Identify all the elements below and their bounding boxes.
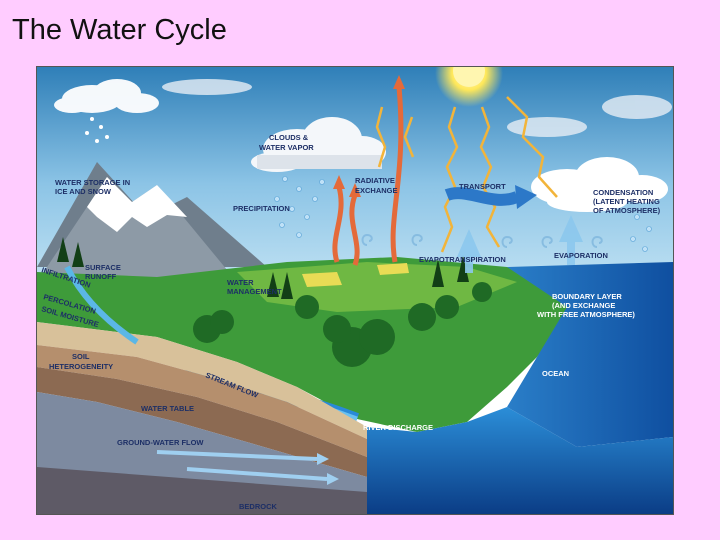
- soil-layer-2: [37, 345, 367, 457]
- label-soil-heterogeneity: SOIL HETEROGENEITY: [49, 352, 113, 371]
- label-river-discharge: RIVER DISCHARGE: [363, 423, 433, 432]
- rain-drops: [274, 176, 652, 252]
- snowflakes: [85, 117, 109, 143]
- label-water-table: WATER TABLE: [141, 404, 194, 413]
- radiative-arrows: [332, 86, 404, 266]
- sun-rays: [375, 96, 558, 253]
- label-condensation: CONDENSATION (LATENT HEATING OF ATMOSPHE…: [593, 188, 662, 215]
- label-water-management: WATER MANAGEMENT: [227, 278, 282, 296]
- mountain-front: [37, 177, 237, 282]
- label-transport: TRANSPORT: [459, 182, 506, 191]
- crop-field: [302, 272, 342, 287]
- label-radiative-exchange: RADIATIVE EXCHANGE: [355, 176, 398, 195]
- label-water-storage: WATER STORAGE IN ICE AND SNOW: [55, 178, 132, 196]
- transport-arrow: [444, 187, 520, 206]
- label-ocean: OCEAN: [542, 369, 569, 378]
- soil-layer-1: [37, 322, 367, 439]
- label-evaporation: EVAPORATION: [554, 251, 608, 260]
- mountain-snow: [87, 177, 187, 232]
- label-clouds: CLOUDS & WATER VAPOR: [259, 133, 314, 152]
- label-boundary-layer: BOUNDARY LAYER (AND EXCHANGE WITH FREE A…: [537, 292, 635, 319]
- trees: [193, 282, 492, 367]
- label-surface-runoff: SURFACE RUNOFF: [85, 263, 123, 281]
- cloud-main: [251, 117, 386, 172]
- bedrock: [37, 467, 367, 514]
- evaporation-arrows: [457, 215, 583, 273]
- groundwater-arrows: [156, 450, 328, 481]
- ocean-surface: [507, 262, 673, 447]
- ocean-side: [367, 407, 673, 514]
- label-evapotranspiration: EVAPOTRANSPIRATION: [419, 255, 506, 264]
- label-groundwater-flow: GROUND-WATER FLOW: [117, 438, 204, 447]
- label-precipitation: PRECIPITATION: [233, 204, 290, 213]
- water-cycle-diagram: CLOUDS & WATER VAPOR WATER STORAGE IN IC…: [36, 66, 674, 515]
- infiltration-flow: [64, 265, 139, 345]
- cloud-right: [531, 157, 668, 212]
- slide-title: The Water Cycle: [12, 14, 227, 46]
- soil-layer-3: [37, 367, 367, 477]
- cloud-top-left: [54, 79, 159, 113]
- label-bedrock: BEDROCK: [239, 502, 278, 511]
